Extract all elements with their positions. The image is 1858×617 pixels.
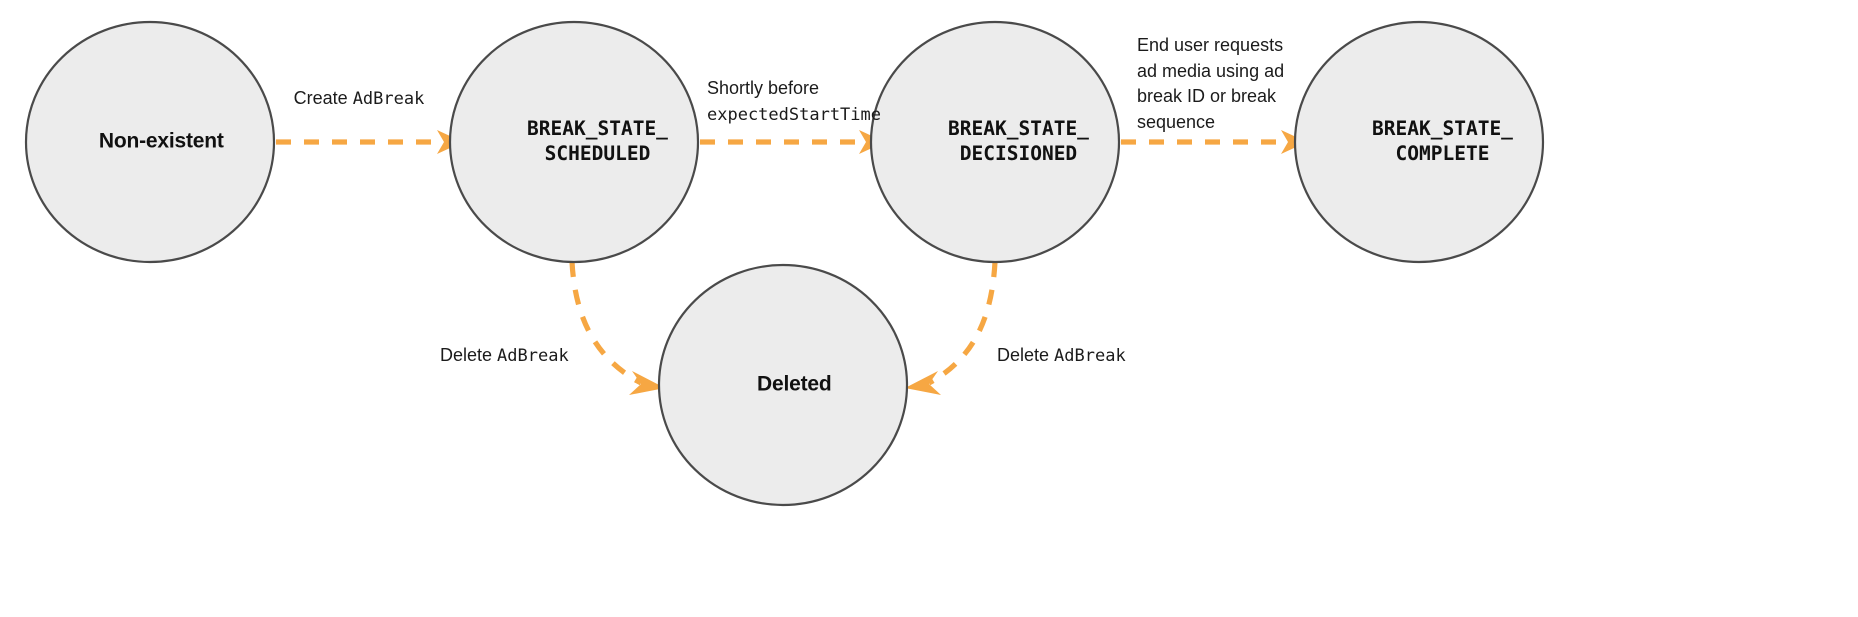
edge-arrowhead [629, 371, 665, 395]
edge-line [569, 261, 643, 386]
edge-line [927, 261, 998, 386]
node-deleted[interactable] [657, 263, 909, 507]
edge-delete-adbreak-from-decisioned [905, 261, 998, 395]
edge-end-user-requests-ad-media [1121, 130, 1307, 154]
node-non-existent[interactable] [24, 20, 276, 264]
edge-create-adbreak [276, 130, 463, 154]
node-break-state-complete[interactable] [1293, 20, 1545, 264]
node-break-state-decisioned[interactable] [869, 20, 1121, 264]
edge-arrowhead [905, 371, 941, 395]
node-break-state-scheduled[interactable] [448, 20, 700, 264]
edge-delete-adbreak-from-scheduled [569, 261, 665, 395]
edge-shortly-before-expectedstarttime [700, 130, 885, 154]
